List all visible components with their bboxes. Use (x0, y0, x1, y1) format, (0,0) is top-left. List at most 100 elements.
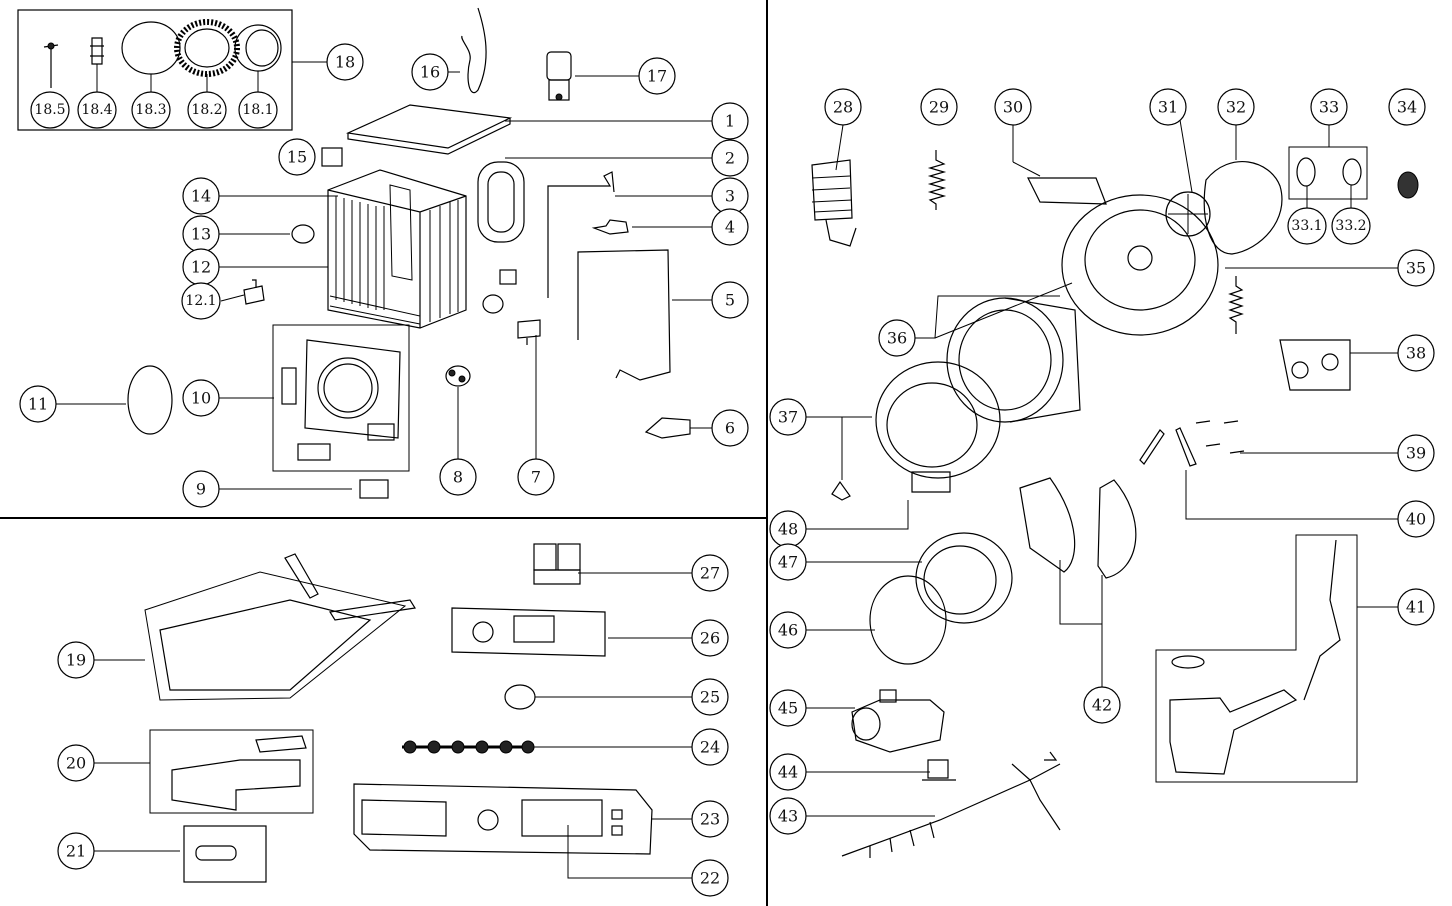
callout-circle (1397, 500, 1435, 538)
door-hinge-pin (43, 42, 59, 88)
oil-seal (1397, 171, 1419, 199)
callout-circle (769, 797, 807, 835)
callout-number: 12.1 (185, 293, 216, 309)
inlet-valve (533, 543, 581, 585)
bellow-hose (811, 159, 857, 247)
callout-circle (769, 543, 807, 581)
part-drawings (43, 7, 1419, 883)
callout-circle (326, 43, 364, 81)
callout-circle (181, 282, 221, 320)
callout-c-42: 42 (1083, 686, 1121, 724)
callout-number: 25 (700, 688, 720, 707)
callout-c-29: 29 (920, 88, 958, 126)
callout-circle (30, 91, 70, 129)
callout-circle (1397, 588, 1435, 626)
callout-c-18-4: 18.4 (77, 91, 117, 129)
callout-number: 9 (196, 480, 206, 499)
callout-number: 33 (1319, 98, 1339, 117)
callout-number: 27 (700, 564, 720, 583)
suspension-spring (927, 150, 947, 210)
callout-c-18-3: 18.3 (131, 91, 171, 129)
callout-circle (19, 385, 57, 423)
callout-number: 33.1 (1291, 218, 1322, 234)
callout-number: 5 (725, 291, 735, 310)
callout-circle (411, 53, 449, 91)
callout-circle (711, 139, 749, 177)
callout-c-7: 7 (517, 458, 555, 496)
callout-number: 18.2 (191, 102, 222, 118)
front-panel (272, 324, 410, 472)
drum-pulley (1165, 191, 1211, 237)
pressure-switch (546, 51, 572, 101)
inner-drum (946, 297, 1081, 423)
callout-number: 35 (1406, 259, 1426, 278)
callout-circle (57, 832, 95, 870)
callout-number: 26 (700, 629, 720, 648)
callout-c-33-2: 33.2 (1331, 207, 1371, 245)
callout-number: 47 (778, 553, 798, 572)
callout-circle (691, 554, 729, 592)
callout-circle (878, 319, 916, 357)
hook (831, 480, 851, 501)
tub-spring (1228, 276, 1244, 334)
callout-c-5: 5 (711, 281, 749, 319)
bolts (1195, 420, 1245, 454)
callout-c-25: 25 (691, 678, 729, 716)
callout-circle (711, 102, 749, 140)
bearing-1 (1296, 157, 1316, 187)
callout-c-40: 40 (1397, 500, 1435, 538)
callout-c-46: 46 (769, 611, 807, 649)
callout-number: 36 (887, 329, 907, 348)
wiring-harness (841, 751, 1061, 858)
callout-c-13: 13 (182, 215, 220, 253)
callout-circle (1310, 88, 1348, 126)
callout-number: 46 (778, 621, 798, 640)
callout-circle (1397, 434, 1435, 472)
callout-c-4: 4 (711, 208, 749, 246)
callout-number: 29 (929, 98, 949, 117)
callout-number: 31 (1158, 98, 1178, 117)
door-frame-inner (174, 19, 240, 77)
callout-number: 30 (1003, 98, 1023, 117)
callout-circle (238, 91, 278, 129)
callout-circle (1388, 88, 1426, 126)
motor (1279, 339, 1351, 391)
door-glass (121, 21, 181, 75)
callout-c-30: 30 (994, 88, 1032, 126)
callout-number: 17 (647, 67, 667, 86)
callout-number: 3 (725, 187, 735, 206)
callout-c-38: 38 (1397, 334, 1435, 372)
drain-pump (851, 689, 945, 753)
callout-number: 18.3 (135, 102, 166, 118)
callout-circle (769, 689, 807, 727)
button-strip (402, 740, 535, 754)
callout-circle (1397, 249, 1435, 287)
callout-c-39: 39 (1397, 434, 1435, 472)
callout-circle (131, 91, 171, 129)
leveling-foot (243, 279, 265, 305)
callout-c-47: 47 (769, 543, 807, 581)
callout-circle (769, 611, 807, 649)
damper-left (1139, 429, 1165, 465)
callout-c-28: 28 (824, 88, 862, 126)
callout-circle (182, 379, 220, 417)
callout-number: 12 (191, 258, 211, 277)
frame (0, 0, 768, 906)
bumper (482, 294, 504, 314)
callout-number: 41 (1406, 598, 1426, 617)
callout-c-34: 34 (1388, 88, 1426, 126)
callout-c-45: 45 (769, 689, 807, 727)
callout-c-12-1: 12.1 (181, 282, 221, 320)
weight-left (1019, 477, 1076, 573)
drawer-handle (183, 825, 267, 883)
callout-c-2: 2 (711, 139, 749, 177)
callout-number: 32 (1226, 98, 1246, 117)
callout-number: 40 (1406, 510, 1426, 529)
callout-number: 19 (66, 651, 86, 670)
callout-circle (57, 744, 95, 782)
callout-circle (920, 88, 958, 126)
callout-c-27: 27 (691, 554, 729, 592)
callout-number: 14 (191, 187, 211, 206)
